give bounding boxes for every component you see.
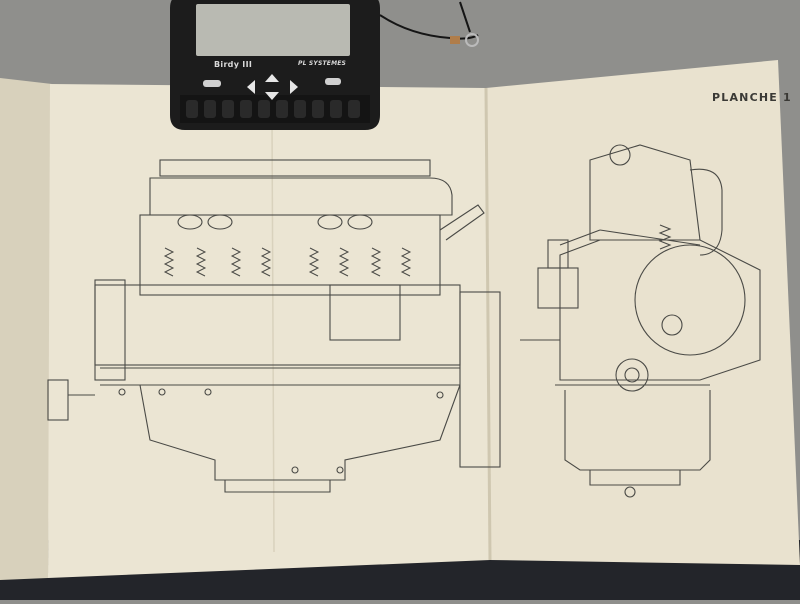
- left-fold-page: [0, 78, 52, 580]
- engine-front-view-drawing: [520, 144, 761, 498]
- left-page: [48, 84, 490, 578]
- pager-right-button: [325, 78, 341, 85]
- pager-screen: [196, 4, 350, 56]
- pager-arrow-keys: [247, 74, 298, 100]
- lanyard-cord: [379, 14, 479, 40]
- pager-maker-label: PL SYSTEMES: [298, 60, 347, 67]
- cord-clip: [450, 36, 460, 44]
- plate-title: PLANCHE 1: [712, 91, 792, 104]
- pager-device: [170, 0, 380, 130]
- pager-left-button: [203, 80, 221, 87]
- pager-brand-label: Birdy III: [214, 60, 253, 69]
- key-ring: [465, 33, 479, 47]
- right-page: [486, 60, 800, 565]
- center-fold: [484, 87, 492, 561]
- lanyard-strap: [459, 1, 471, 33]
- engine-side-view-drawing: [47, 159, 501, 493]
